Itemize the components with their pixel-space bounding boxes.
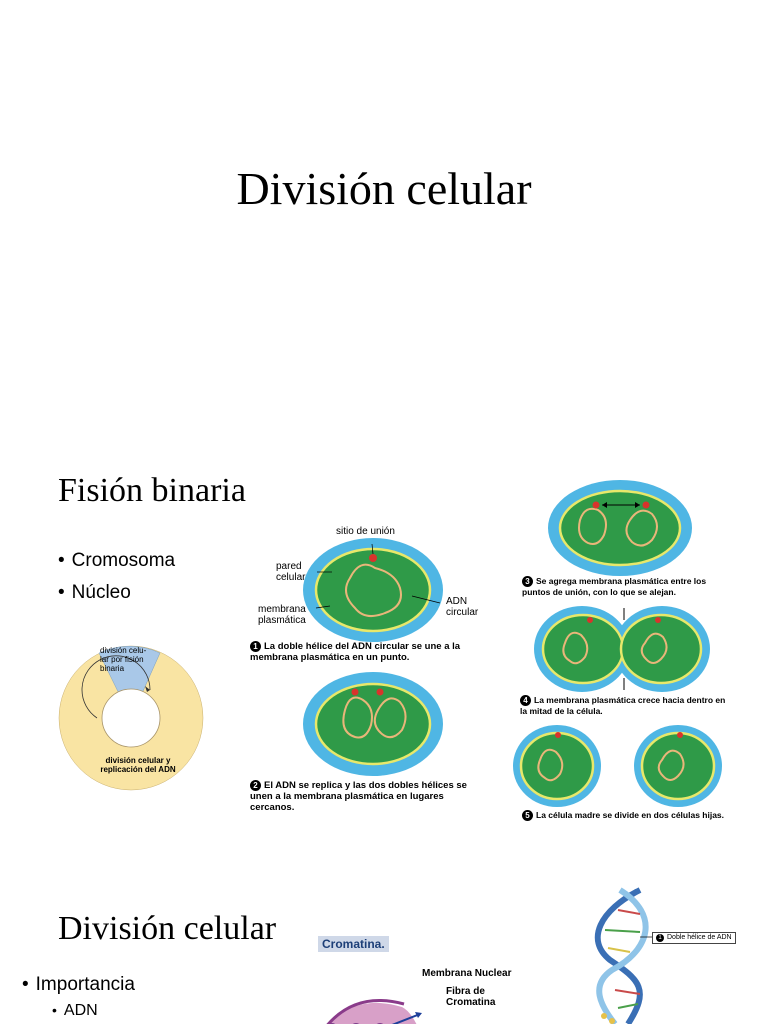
label-dna: ADN circular: [446, 596, 478, 618]
step-number: 4: [520, 695, 531, 706]
stage-3-cell: [548, 480, 692, 576]
step-text: El ADN se replica y las dos dobles hélic…: [250, 780, 467, 813]
step-text: Se agrega membrana plasmática entre los …: [522, 576, 706, 597]
helix-number: 1: [656, 934, 664, 942]
helix-label: Doble hélice de ADN: [667, 934, 732, 941]
slide-title: División celular: [0, 0, 768, 360]
step-number: 1: [250, 641, 261, 652]
label-membrane: membrana plasmática: [258, 604, 306, 626]
page-title: División celular: [0, 162, 768, 215]
stage-5-cells: [513, 725, 722, 807]
label-wall: pared celular: [276, 561, 305, 583]
site-marker: [369, 554, 377, 562]
label-site: sitio de unión: [336, 526, 395, 537]
slide-binary-fission: Fisión binaria Cromosoma Núcleo división…: [0, 448, 768, 848]
slide-cell-division: División celular Importancia ADN Cromati…: [0, 880, 768, 1024]
step-number: 3: [522, 576, 533, 587]
step-number: 5: [522, 810, 533, 821]
step-text: La membrana plasmática crece hacia dentr…: [520, 695, 725, 716]
step-text: La célula madre se divide en dos células…: [536, 810, 724, 820]
step-number: 2: [250, 780, 261, 791]
step-text: La doble hélice del ADN circular se une …: [250, 641, 460, 663]
stage-2-cell: [303, 672, 443, 776]
stage-4-cell: [534, 606, 710, 692]
dna-helix-drawing: [0, 880, 768, 1024]
